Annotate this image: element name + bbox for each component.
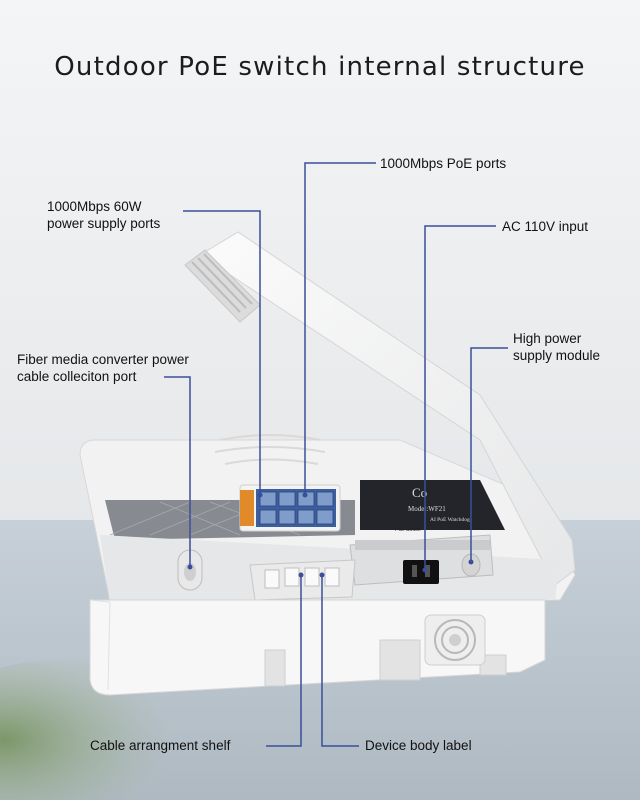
ac-socket [403,560,439,584]
small-label-text: PoE Switch [395,527,421,533]
spec-text: AI PoE Watchdog [430,517,470,523]
label-fiber-port: Fiber media converter power cable collec… [17,351,189,385]
leader-lines [164,162,508,747]
label-ac-input: AC 110V input [502,219,589,234]
plant-blur [0,660,200,800]
page-title: Outdoor PoE switch internal structure [54,52,586,82]
label-psu: High power supply module [513,330,600,364]
label-fiber-line2: cable colleciton port [17,369,137,384]
leader-dots [187,492,474,578]
label-power-ports-line1: 1000Mbps 60W [47,199,142,214]
switch-ports [239,484,341,532]
label-poe-ports: 1000Mbps PoE ports [380,156,507,171]
cable-shelf [249,559,356,601]
label-cable-shelf: Cable arrangment shelf [90,738,231,753]
rear-vents [214,434,326,465]
label-power-ports-line2: power supply ports [47,216,161,231]
model-text: Model:WF21 [408,505,446,513]
label-psu-line1: High power [513,331,582,346]
power-port-orange [240,490,254,526]
label-fiber-line1: Fiber media converter power [17,352,189,367]
label-power-ports: 1000Mbps 60W power supply ports [47,198,160,232]
psu-module [349,534,494,586]
fiber-cable-port [177,549,203,591]
label-psu-line2: supply module [513,348,601,363]
box-feet [264,639,507,687]
label-panel [360,480,505,530]
brand-text: Co [412,485,427,500]
label-device-body: Device body label [365,738,472,753]
fan-grill [424,614,486,666]
